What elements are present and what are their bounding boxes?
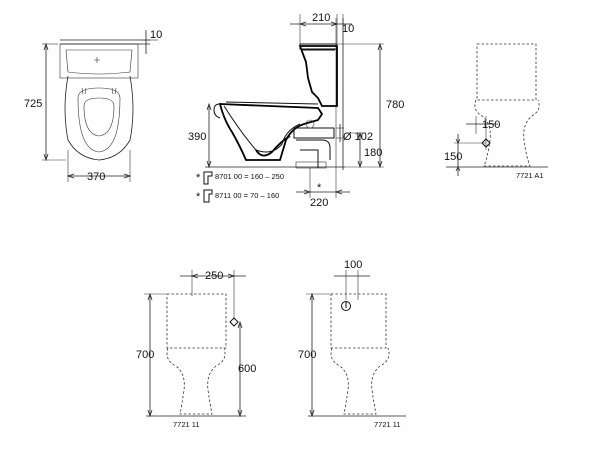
flush-button-icon xyxy=(94,57,100,63)
m11l-inlet-height-label: 600 xyxy=(238,363,256,375)
outlet-offset-label: 180 xyxy=(364,147,382,159)
fitting-2-label: 8711 00 = 70 – 160 xyxy=(215,191,279,200)
model-11-left-front-view: 250 700 600 7721 11 xyxy=(136,270,256,429)
a1-height-dist-label: 150 xyxy=(444,151,462,163)
water-inlet-icon xyxy=(481,138,491,148)
fitting-legend: * 8701 00 = 160 – 250 * 8711 00 = 70 – 1… xyxy=(196,171,284,203)
top-view-width-label: 370 xyxy=(87,171,105,183)
m11l-bowl xyxy=(166,347,226,415)
water-inlet-icon xyxy=(229,317,239,327)
a1-bowl xyxy=(474,99,540,167)
svg-text:*: * xyxy=(196,191,201,203)
m11l-side-dist-label: 250 xyxy=(205,270,223,282)
side-view-trap xyxy=(255,135,291,157)
side-view-cistern xyxy=(298,45,338,107)
outlet-pipe xyxy=(293,127,335,139)
a1-side-dist-label: 150 xyxy=(482,119,500,131)
fitting-bend-icon xyxy=(203,171,213,185)
m11r-bowl xyxy=(330,347,390,415)
m11l-cistern xyxy=(166,293,227,349)
outlet-height-label: 390 xyxy=(188,131,206,143)
a1-cistern xyxy=(476,43,537,101)
model-11-right-front-view: 100 700 7721 11 xyxy=(298,259,406,429)
top-offset-label: 210 xyxy=(312,12,330,24)
svg-text:*: * xyxy=(196,172,201,184)
top-view-rim-label: 10 xyxy=(150,29,162,41)
top-view-cistern xyxy=(59,43,139,79)
top-view-seat xyxy=(77,87,121,153)
top-view-depth-label: 725 xyxy=(24,98,42,110)
model-a1-front-view: 150 150 7721 A1 xyxy=(444,43,548,180)
top-view: 725 370 10 xyxy=(24,29,162,183)
wall-gap-label: 10 xyxy=(342,23,354,35)
fitting-straight-icon xyxy=(203,189,213,203)
top-view-bowl xyxy=(64,75,134,161)
side-view-bowl xyxy=(218,103,324,161)
pipe-diameter-label: Ø 102 xyxy=(343,131,373,143)
top-view-cistern-lid xyxy=(65,49,133,75)
a1-model-code: 7721 A1 xyxy=(516,171,544,180)
m11r-cistern xyxy=(330,293,387,349)
m11l-model-code: 7721 11 xyxy=(173,420,200,429)
star-mark-label: * xyxy=(317,182,322,194)
m11r-side-dist-label: 100 xyxy=(344,259,362,271)
fitting-1-label: 8701 00 = 160 – 250 xyxy=(215,172,284,181)
m11r-height-label: 700 xyxy=(298,349,316,361)
m11l-height-label: 700 xyxy=(136,349,154,361)
outlet-distance-label: 220 xyxy=(310,197,328,209)
side-view-height-label: 780 xyxy=(386,99,404,111)
m11r-model-code: 7721 11 xyxy=(374,420,401,429)
top-view-opening xyxy=(83,97,115,137)
side-view: 780 390 Ø 102 180 210 10 * 220 * xyxy=(188,12,404,209)
